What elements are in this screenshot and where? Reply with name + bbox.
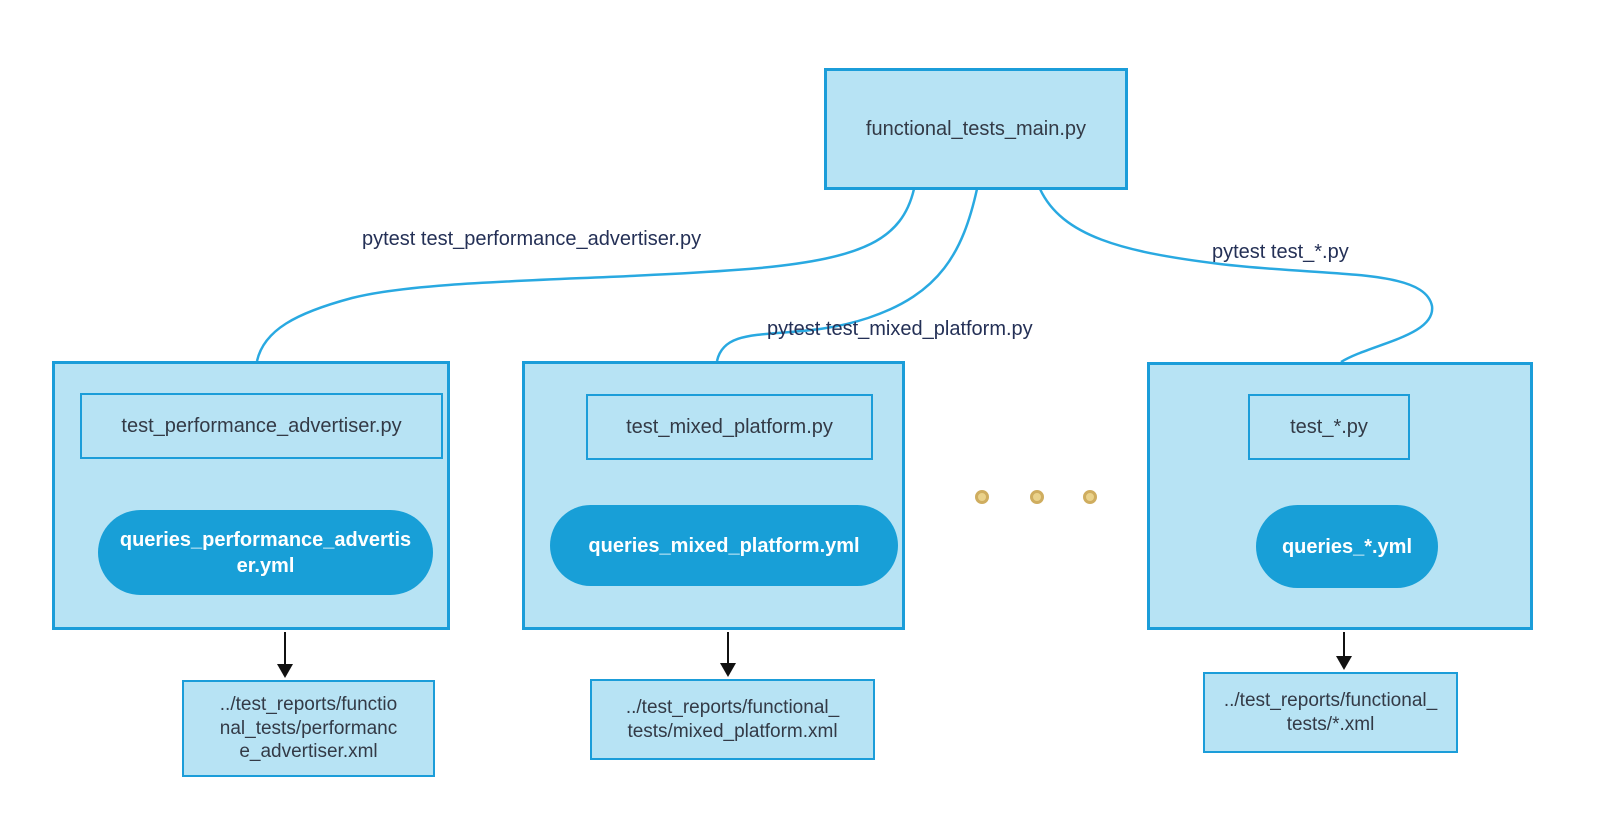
arrow-head-icon xyxy=(1336,656,1352,670)
test-file-node: test_*.py xyxy=(1248,394,1410,460)
queries-file-pill: queries_performance_advertis er.yml xyxy=(98,510,433,595)
arrow-shaft xyxy=(727,632,729,665)
report-node-mixed-platform: ../test_reports/functional_ tests/mixed_… xyxy=(590,679,875,760)
queries-file-label: queries_mixed_platform.yml xyxy=(588,534,860,557)
connector-curve-right xyxy=(1038,188,1434,364)
root-node-label: functional_tests_main.py xyxy=(865,117,1087,140)
ellipsis-dot xyxy=(1030,490,1044,504)
queries-file-label: queries_performance_advertis er.yml xyxy=(119,528,412,577)
ellipsis-dot xyxy=(975,490,989,504)
report-path-label: ../test_reports/functio nal_tests/perfor… xyxy=(219,693,398,763)
connector-label-performance-advertiser: pytest test_performance_advertiser.py xyxy=(362,228,702,250)
arrow-head-icon xyxy=(720,663,736,677)
report-path-label: ../test_reports/functional_ tests/*.xml xyxy=(1223,689,1438,735)
connector-label-wildcard: pytest test_*.py xyxy=(1212,241,1349,263)
queries-file-label: queries_*.yml xyxy=(1281,535,1413,558)
connector-label-mixed-platform: pytest test_mixed_platform.py xyxy=(767,318,1033,340)
root-node: functional_tests_main.py xyxy=(824,68,1128,190)
test-file-label: test_mixed_platform.py xyxy=(626,415,833,438)
arrow-head-icon xyxy=(277,664,293,678)
arrow-shaft xyxy=(284,632,286,666)
connector-curve-middle xyxy=(715,188,979,362)
report-node-performance-advertiser: ../test_reports/functio nal_tests/perfor… xyxy=(182,680,435,777)
report-node-wildcard: ../test_reports/functional_ tests/*.xml xyxy=(1203,672,1458,753)
queries-file-pill: queries_mixed_platform.yml xyxy=(550,505,898,586)
test-file-node: test_mixed_platform.py xyxy=(586,394,873,460)
test-file-label: test_*.py xyxy=(1290,415,1368,438)
connector-curve-left xyxy=(255,188,916,362)
test-group-wildcard: test_*.py queries_*.yml xyxy=(1147,362,1533,630)
arrow-shaft xyxy=(1343,632,1345,658)
test-file-node: test_performance_advertiser.py xyxy=(80,393,443,459)
ellipsis-dot xyxy=(1083,490,1097,504)
report-path-label: ../test_reports/functional_ tests/mixed_… xyxy=(625,696,840,742)
queries-file-pill: queries_*.yml xyxy=(1256,505,1438,588)
test-group-performance-advertiser: test_performance_advertiser.py queries_p… xyxy=(52,361,450,630)
test-group-mixed-platform: test_mixed_platform.py queries_mixed_pla… xyxy=(522,361,905,630)
test-file-label: test_performance_advertiser.py xyxy=(121,414,402,437)
